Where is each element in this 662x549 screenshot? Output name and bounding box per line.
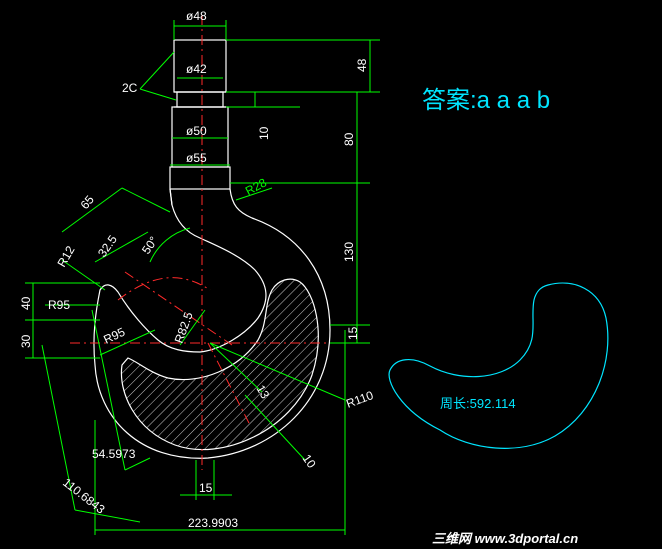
answer-text: 答案:a a a b [422, 87, 550, 114]
cross-section-shape [388, 282, 609, 449]
label-v130: 130 [342, 242, 356, 262]
label-v15-right: 15 [346, 326, 360, 340]
dim-10-leader [244, 394, 306, 461]
label-a32-5: 32.5 [95, 232, 120, 259]
label-v30: 30 [19, 334, 33, 348]
shank-lower [169, 166, 231, 190]
label-a50deg: 50° [139, 234, 161, 257]
label-r12: R12 [54, 243, 77, 269]
dimension-texts: ø48 ø42 ø50 ø55 2C R28 48 80 10 130 15 6… [19, 9, 375, 530]
dim-54-line [91, 309, 126, 471]
dim-2c-leader-a [139, 51, 175, 90]
centerlines [70, 15, 345, 470]
label-b15: 15 [199, 481, 213, 495]
label-d50: ø50 [186, 124, 207, 138]
dim-13-leader [209, 342, 263, 393]
label-r95-left: R95 [48, 298, 70, 312]
perimeter-text: 周长:592.114 [440, 396, 516, 411]
dim-65-ext [121, 187, 171, 213]
dim-r12-leader [61, 259, 106, 291]
dim-r110-leader [209, 342, 346, 401]
label-v40: 40 [19, 296, 33, 310]
label-l10: 10 [300, 452, 319, 471]
dim-32-5 [94, 231, 149, 263]
dim-r95-inner-leader [99, 329, 156, 356]
watermark-text: 三维网 www.3dportal.cn [432, 531, 578, 546]
dim-110-line [41, 344, 76, 511]
dim-2c-leader-b [139, 88, 177, 101]
label-l110: 110.6843 [60, 475, 108, 516]
shank-neck [176, 91, 224, 108]
label-r28: R28 [243, 175, 269, 198]
dim-50deg-arc [149, 227, 191, 263]
centerline-arc-c [117, 277, 211, 301]
dim-54-tick [124, 457, 151, 471]
dim-65 [61, 187, 123, 233]
label-v10-right: 10 [257, 126, 271, 140]
dim-110-tick [74, 509, 141, 523]
label-v80: 80 [342, 132, 356, 146]
hook-shank-left [169, 188, 173, 206]
hook-hatched-section [120, 278, 319, 451]
label-l13: 13 [253, 383, 272, 402]
label-d48: ø48 [186, 9, 207, 23]
dim-r82-leader [179, 309, 206, 346]
label-b223: 223.9903 [188, 516, 238, 530]
label-l54: 54.5973 [92, 447, 136, 461]
dimension-lines [25, 20, 380, 535]
label-v48: 48 [355, 58, 369, 72]
label-d55: ø55 [186, 151, 207, 165]
dim-r28-leader [235, 187, 273, 201]
label-d42: ø42 [186, 62, 207, 76]
label-2c: 2C [122, 81, 138, 95]
label-r110: R110 [344, 388, 375, 411]
centerline-arc-b [207, 342, 251, 426]
